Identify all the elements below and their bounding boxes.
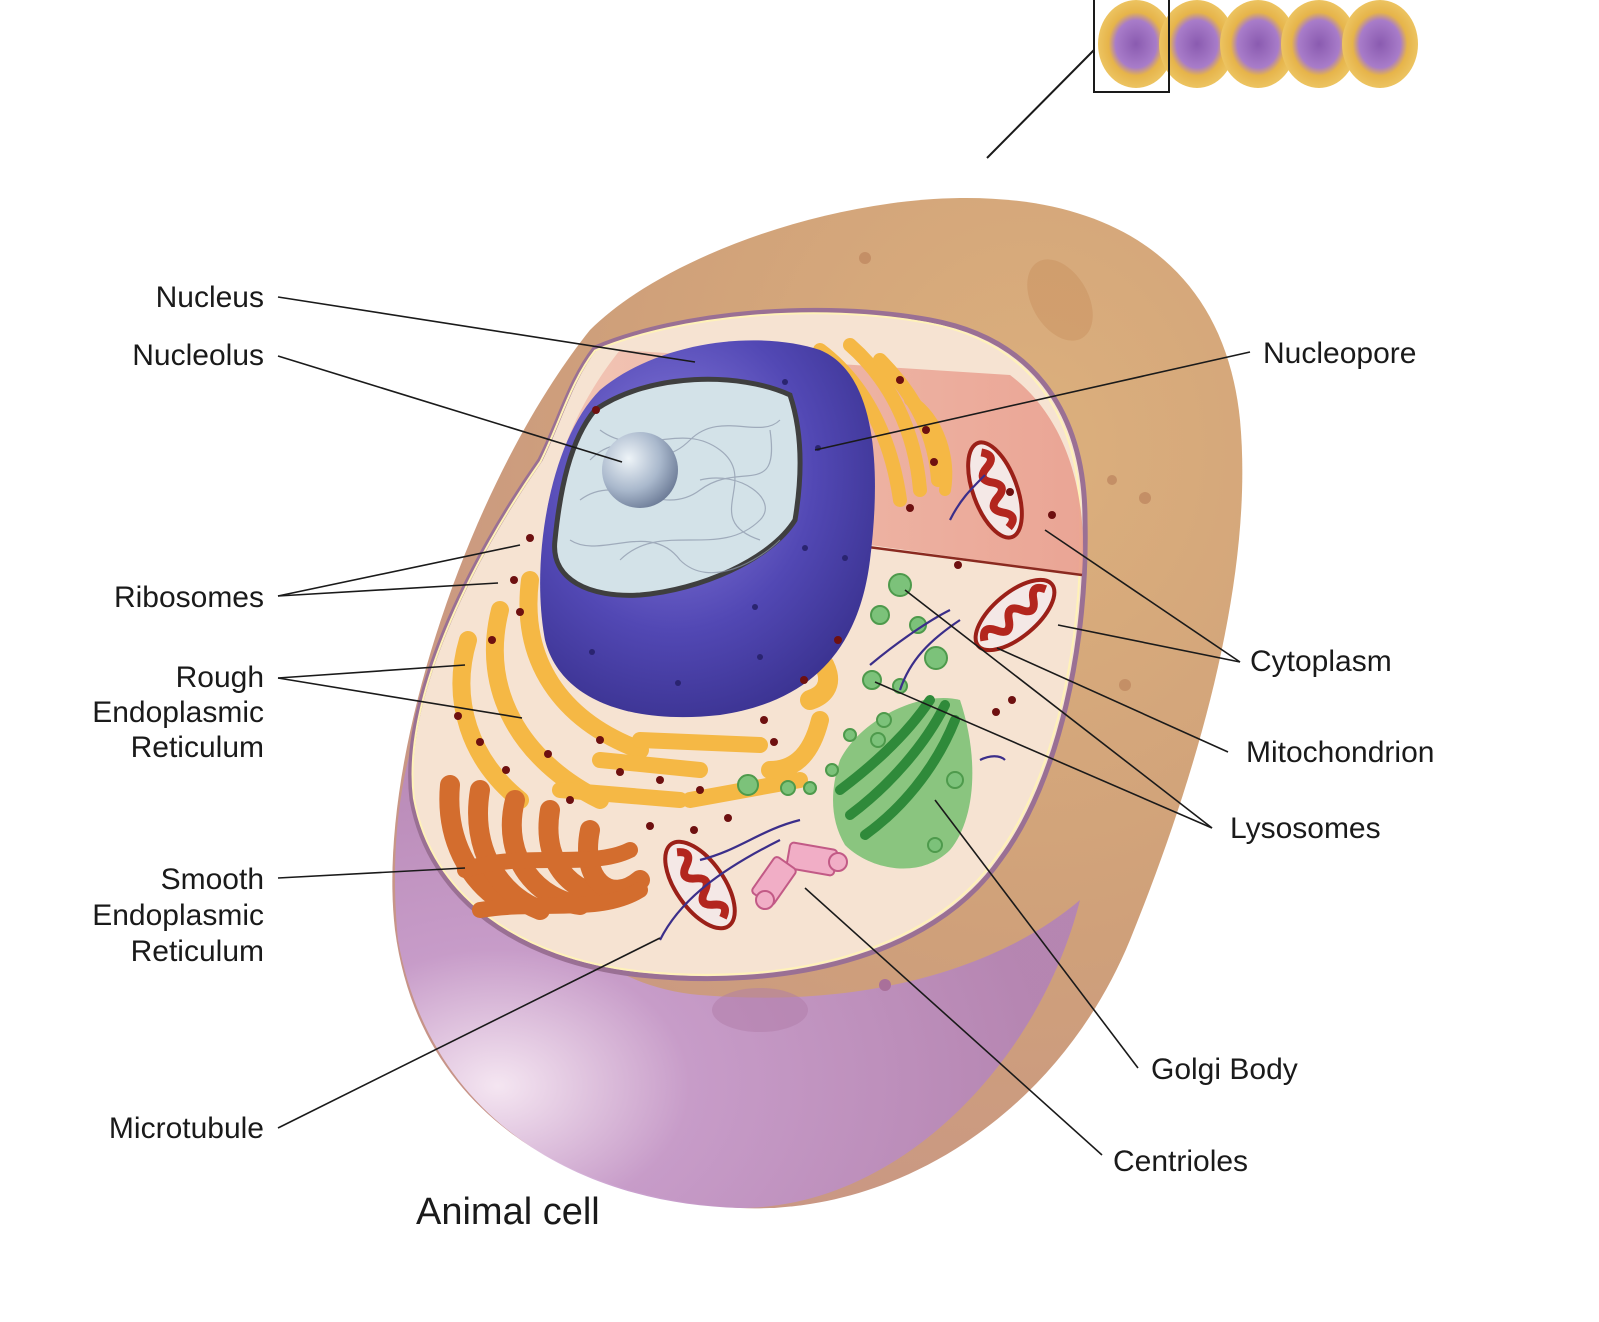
label-microtubule: Microtubule [109, 1112, 264, 1145]
label-smooth-er-line2: Endoplasmic [92, 899, 264, 932]
lysosomes [737, 573, 964, 853]
label-smooth-er-line1: Smooth [161, 863, 264, 896]
ribosomes [454, 376, 1056, 834]
label-cytoplasm: Cytoplasm [1250, 645, 1392, 678]
label-nucleopore: Nucleopore [1263, 337, 1416, 370]
label-rough-er-line3: Reticulum [131, 731, 264, 764]
label-mitochondrion: Mitochondrion [1246, 736, 1434, 769]
golgi-body [833, 695, 973, 869]
leader-lines [277, 296, 1251, 1156]
label-ribosomes: Ribosomes [114, 581, 264, 614]
label-nucleus: Nucleus [156, 281, 264, 314]
labels-left: Nucleus Nucleolus Ribosomes Rough Endopl… [92, 281, 264, 1145]
rough-endoplasmic-reticulum [452, 338, 953, 809]
inset-selection-box [1093, 0, 1170, 93]
labels-right: Nucleopore Cytoplasm Mitochondrion Lysos… [1113, 337, 1434, 1178]
tissue-inset [986, 0, 1418, 159]
label-lysosomes: Lysosomes [1230, 812, 1381, 845]
nucleus [540, 340, 875, 718]
nucleolus-body [602, 432, 678, 508]
label-nucleolus: Nucleolus [132, 339, 264, 372]
label-rough-er-line2: Endoplasmic [92, 696, 264, 729]
label-smooth-er-line3: Reticulum [131, 935, 264, 968]
smooth-endoplasmic-reticulum [439, 775, 650, 920]
label-golgi-body: Golgi Body [1151, 1053, 1298, 1086]
label-centrioles: Centrioles [1113, 1145, 1248, 1178]
diagram-caption: Animal cell [416, 1191, 600, 1233]
label-rough-er-line1: Rough [176, 661, 264, 694]
centrioles [751, 841, 848, 910]
inset-pointer-line [986, 49, 1095, 159]
